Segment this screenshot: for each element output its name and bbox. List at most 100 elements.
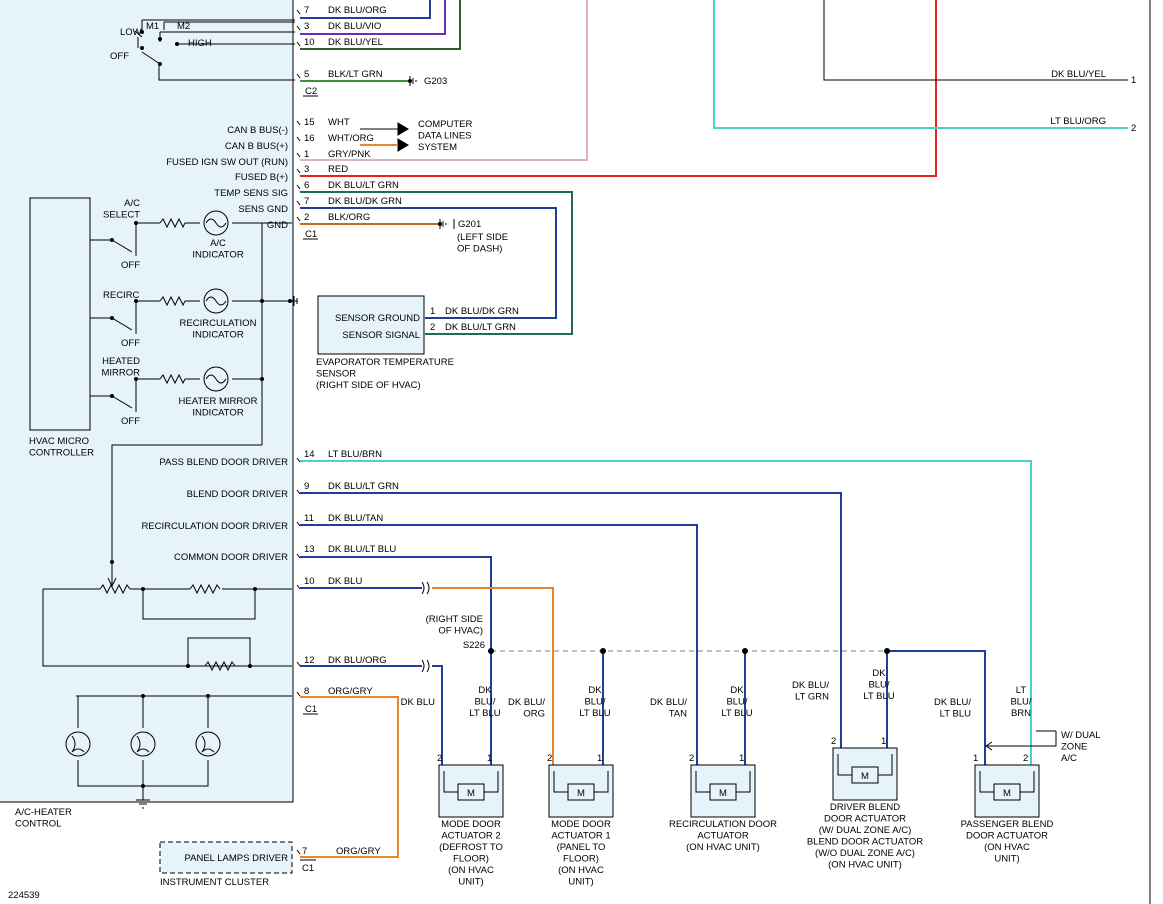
wire-dk-blu-lt-grn-sensor [300, 191, 573, 335]
sensor-signal-label: SENSOR SIGNAL [342, 330, 420, 341]
connector-c1-label-b: C1 [305, 704, 317, 715]
door-driver-network [42, 448, 292, 672]
connector-c2-label: C2 [305, 86, 317, 97]
sensor-ground-label: SENSOR GROUND [335, 313, 420, 324]
sensor-wire1: DK BLU/DK GRN [445, 306, 519, 317]
wire-dk-blu-tan [300, 524, 698, 765]
wire-label-0: DK BLU/ORG [328, 5, 387, 16]
wire-dk-blu-org-cont [432, 587, 554, 765]
wire-dk-blu-org-top [300, 0, 431, 19]
recirc-off-label: OFF [121, 338, 140, 349]
wire-label-10: BLK/ORG [328, 212, 370, 223]
actuator-motor-label-2: M [577, 788, 585, 799]
wire-red [300, 0, 937, 177]
pin-label-12: BLEND DOOR DRIVER [187, 489, 288, 500]
wire-dk-blu-vio [300, 0, 446, 35]
panel-lamps-connector: C1 [302, 863, 314, 874]
wire-label-17: ORG/GRY [328, 686, 373, 697]
evaporator-sensor: SENSOR GROUND SENSOR SIGNAL 1 2 DK BLU/D… [316, 295, 519, 391]
pin-label-11: PASS BLEND DOOR DRIVER [159, 457, 288, 468]
actuator-pin-left-4: 2 [831, 736, 836, 747]
pin-number-5: 16 [304, 133, 315, 144]
pin-label-13: RECIRCULATION DOOR DRIVER [141, 521, 288, 532]
wires [300, 0, 1151, 904]
panel-lamps-wire: ORG/GRY [336, 846, 381, 857]
wire-label-3: BLK/LT GRN [328, 69, 383, 80]
blower-high-label: HIGH [188, 38, 212, 49]
actuator-wire-left-4: DK BLU/LT GRN [792, 680, 829, 703]
wire-lt-blu-org-right [713, 0, 1128, 129]
actuator-pin-right-3: 1 [739, 753, 744, 764]
panel-lamp-bulbs [65, 694, 292, 809]
actuator-pin-left-5: 1 [973, 753, 978, 764]
connector-column: C2 C1 C1 [296, 9, 318, 715]
pin-number-11: 14 [304, 449, 315, 460]
pin-number-2: 10 [304, 37, 315, 48]
wire-label-7: RED [328, 164, 348, 175]
sensor-pin2: 2 [430, 322, 435, 333]
wire-dk-blu-dk-grn-sensor [300, 207, 557, 319]
sensor-pin1: 1 [430, 306, 435, 317]
wire-splice-passenger [889, 650, 986, 765]
wire-lt-blu-brn [300, 460, 1032, 765]
actuator-pin-right-2: 1 [597, 753, 602, 764]
wire-org-gry [300, 696, 399, 858]
actuator-pin-right-5: 2 [1023, 753, 1028, 764]
pin-number-9: 7 [304, 196, 309, 207]
mirror-off-label: OFF [121, 416, 140, 427]
pin-number-1: 3 [304, 21, 309, 32]
wire-dk-blu-yel-right [823, 0, 1128, 81]
actuator-wire-left-2: DK BLU/ORG [508, 697, 545, 720]
wire-label-16: DK BLU/ORG [328, 655, 387, 666]
splice-id: S226 [463, 640, 485, 651]
pin-number-15: 10 [304, 576, 315, 587]
actuator-motor-label-5: M [1003, 788, 1011, 799]
instrument-cluster-label: INSTRUMENT CLUSTER [160, 877, 269, 888]
wire-label-11: LT BLU/BRN [328, 449, 382, 460]
pin-number-6: 1 [304, 149, 309, 160]
wire-dk-blu-lower-cont [432, 665, 443, 765]
actuator-pin-right-4: 1 [881, 736, 886, 747]
wire-label-15: DK BLU [328, 576, 362, 587]
pin-number-12: 9 [304, 481, 309, 492]
pin-number-7: 3 [304, 164, 309, 175]
ground-g203: G203 [408, 76, 447, 87]
g201-label: G201 [458, 219, 481, 230]
actuator-wire-left-1: DK BLU [401, 697, 435, 708]
wire-label-5: WHT/ORG [328, 133, 374, 144]
wire-label-8: DK BLU/LT GRN [328, 180, 399, 191]
blower-m1-label: M1 [146, 21, 159, 32]
blower-m2-label: M2 [177, 21, 190, 32]
wire-label-12: DK BLU/LT GRN [328, 481, 399, 492]
right-num-1: 1 [1131, 75, 1136, 86]
pin-label-10: GND [267, 220, 288, 231]
wire-label-4: WHT [328, 117, 350, 128]
right-wire-yel-label: DK BLU/YEL [1051, 69, 1106, 80]
blower-low-label: LOW [120, 27, 142, 38]
actuator-motor-label-3: M [719, 788, 727, 799]
